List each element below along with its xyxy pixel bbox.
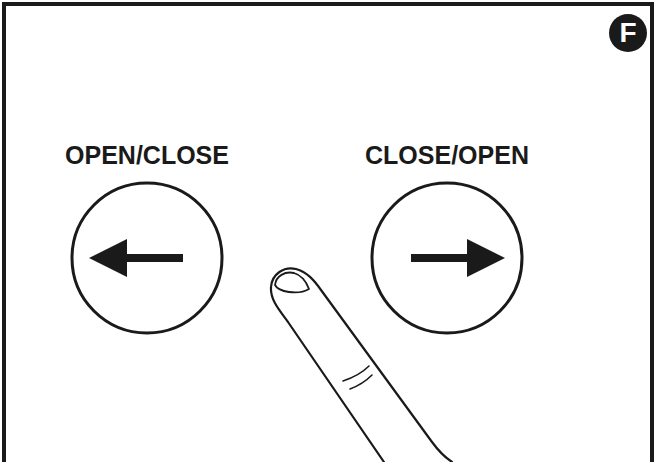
figure-letter: F bbox=[608, 13, 648, 53]
arrow-circle-symbol bbox=[357, 180, 537, 336]
arrow-button: OPEN/CLOSE bbox=[57, 140, 237, 336]
figure-badge: F bbox=[608, 13, 648, 53]
arrow-button: CLOSE/OPEN bbox=[357, 140, 537, 336]
button-label: CLOSE/OPEN bbox=[357, 140, 537, 170]
button-label: OPEN/CLOSE bbox=[57, 140, 237, 170]
arrow-circle-symbol bbox=[57, 180, 237, 336]
panel-frame bbox=[4, 4, 652, 462]
